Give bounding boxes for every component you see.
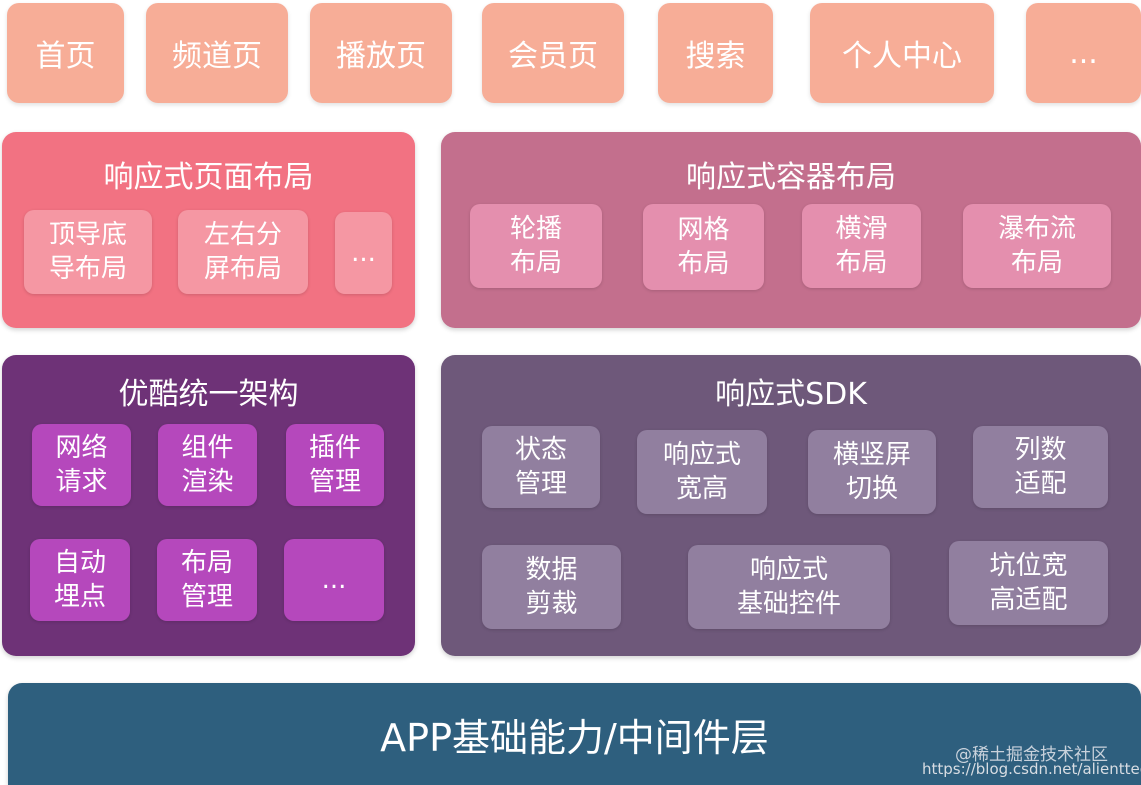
tab-channel-page: 频道页 <box>146 3 288 103</box>
tab-member-page: 会员页 <box>482 3 624 103</box>
tab-more-label: ... <box>1069 35 1098 71</box>
responsive-page-layout-title: 响应式页面布局 <box>103 160 314 195</box>
responsive-sdk-title: 响应式SDK <box>715 377 867 412</box>
sdk-item-responsive-base-widgets: 响应式 基础控件 <box>688 545 890 629</box>
sdk-item-data-trim: 数据 剪裁 <box>482 545 621 629</box>
architecture-item-network-request: 网络 请求 <box>32 424 131 506</box>
container-layout-item-label: 轮播 布局 <box>509 214 562 278</box>
sdk-item-label: 数据 剪裁 <box>525 555 578 619</box>
container-layout-item-label: 网格 布局 <box>677 215 730 279</box>
sdk-item-column-adapt: 列数 适配 <box>973 426 1108 508</box>
architecture-item-auto-tracking: 自动 埋点 <box>30 539 130 621</box>
architecture-item-label: 自动 埋点 <box>53 548 106 612</box>
page-layout-item-label: 左右分 屏布局 <box>203 220 282 284</box>
sdk-item-responsive-size: 响应式 宽高 <box>637 430 767 514</box>
responsive-page-layout-panel: 响应式页面布局 顶导底 导布局 左右分 屏布局 ... <box>2 132 415 328</box>
app-base-layer: APP基础能力/中间件层 <box>8 683 1141 785</box>
sdk-item-slot-size-adapt: 坑位宽 高适配 <box>949 541 1108 625</box>
page-layout-item-label: 顶导底 导布局 <box>48 220 127 284</box>
tab-channel-page-label: 频道页 <box>172 39 262 74</box>
tab-personal-center-label: 个人中心 <box>842 39 962 74</box>
tab-search-label: 搜索 <box>685 39 746 74</box>
architecture-item-component-render: 组件 渲染 <box>158 424 257 506</box>
architecture-item-label: 插件 管理 <box>308 433 361 497</box>
sdk-item-label: 坑位宽 高适配 <box>989 551 1068 615</box>
sdk-item-label: 响应式 宽高 <box>662 440 741 504</box>
unified-architecture-panel: 优酷统一架构 网络 请求 组件 渲染 插件 管理 自动 埋点 布局 管理 ... <box>2 355 415 656</box>
responsive-container-layout-panel: 响应式容器布局 轮播 布局 网格 布局 横滑 布局 瀑布流 布局 <box>441 132 1141 328</box>
container-layout-item-label: 瀑布流 布局 <box>997 214 1076 278</box>
responsive-container-layout-title: 响应式容器布局 <box>686 160 896 195</box>
responsive-sdk-panel: 响应式SDK 状态 管理 响应式 宽高 横竖屏 切换 列数 适配 数据 剪裁 响… <box>441 355 1141 656</box>
tab-search: 搜索 <box>658 3 773 103</box>
page-layout-item-label: ... <box>351 238 376 268</box>
page-layout-item-more: ... <box>335 212 392 294</box>
watermark-site: @稀土掘金技术社区 <box>955 745 1108 765</box>
architecture-item-more: ... <box>284 539 384 621</box>
tab-member-page-label: 会员页 <box>508 39 598 74</box>
sdk-item-orientation-switch: 横竖屏 切换 <box>808 430 936 514</box>
architecture-item-layout-management: 布局 管理 <box>157 539 257 621</box>
container-layout-item-horizontal-scroll: 横滑 布局 <box>802 204 921 288</box>
container-layout-item-carousel: 轮播 布局 <box>470 204 602 288</box>
page-layout-item-top-bottom-nav: 顶导底 导布局 <box>24 210 152 294</box>
container-layout-item-grid: 网格 布局 <box>643 204 764 290</box>
sdk-item-label: 响应式 基础控件 <box>736 555 841 619</box>
tab-play-page-label: 播放页 <box>336 39 426 74</box>
container-layout-item-label: 横滑 布局 <box>835 214 888 278</box>
unified-architecture-title: 优酷统一架构 <box>118 377 299 412</box>
sdk-item-label: 状态 管理 <box>514 435 567 499</box>
architecture-item-label: ... <box>321 565 347 595</box>
tab-personal-center: 个人中心 <box>810 3 994 103</box>
tab-more: ... <box>1026 3 1141 103</box>
sdk-item-label: 列数 适配 <box>1014 435 1067 499</box>
page-layout-item-split-screen: 左右分 屏布局 <box>178 210 308 294</box>
sdk-item-label: 横竖屏 切换 <box>832 440 911 504</box>
container-layout-item-waterfall: 瀑布流 布局 <box>963 204 1111 288</box>
architecture-item-label: 网络 请求 <box>55 433 108 497</box>
sdk-item-state-management: 状态 管理 <box>482 426 600 508</box>
tab-play-page: 播放页 <box>310 3 452 103</box>
architecture-item-plugin-management: 插件 管理 <box>286 424 384 506</box>
tab-home: 首页 <box>7 3 124 103</box>
app-base-layer-label: APP基础能力/中间件层 <box>380 715 769 760</box>
tab-home-label: 首页 <box>35 39 96 74</box>
watermark-url: https://blog.csdn.net/alienttech <box>922 760 1141 778</box>
architecture-item-label: 布局 管理 <box>180 548 233 612</box>
architecture-item-label: 组件 渲染 <box>181 433 234 497</box>
